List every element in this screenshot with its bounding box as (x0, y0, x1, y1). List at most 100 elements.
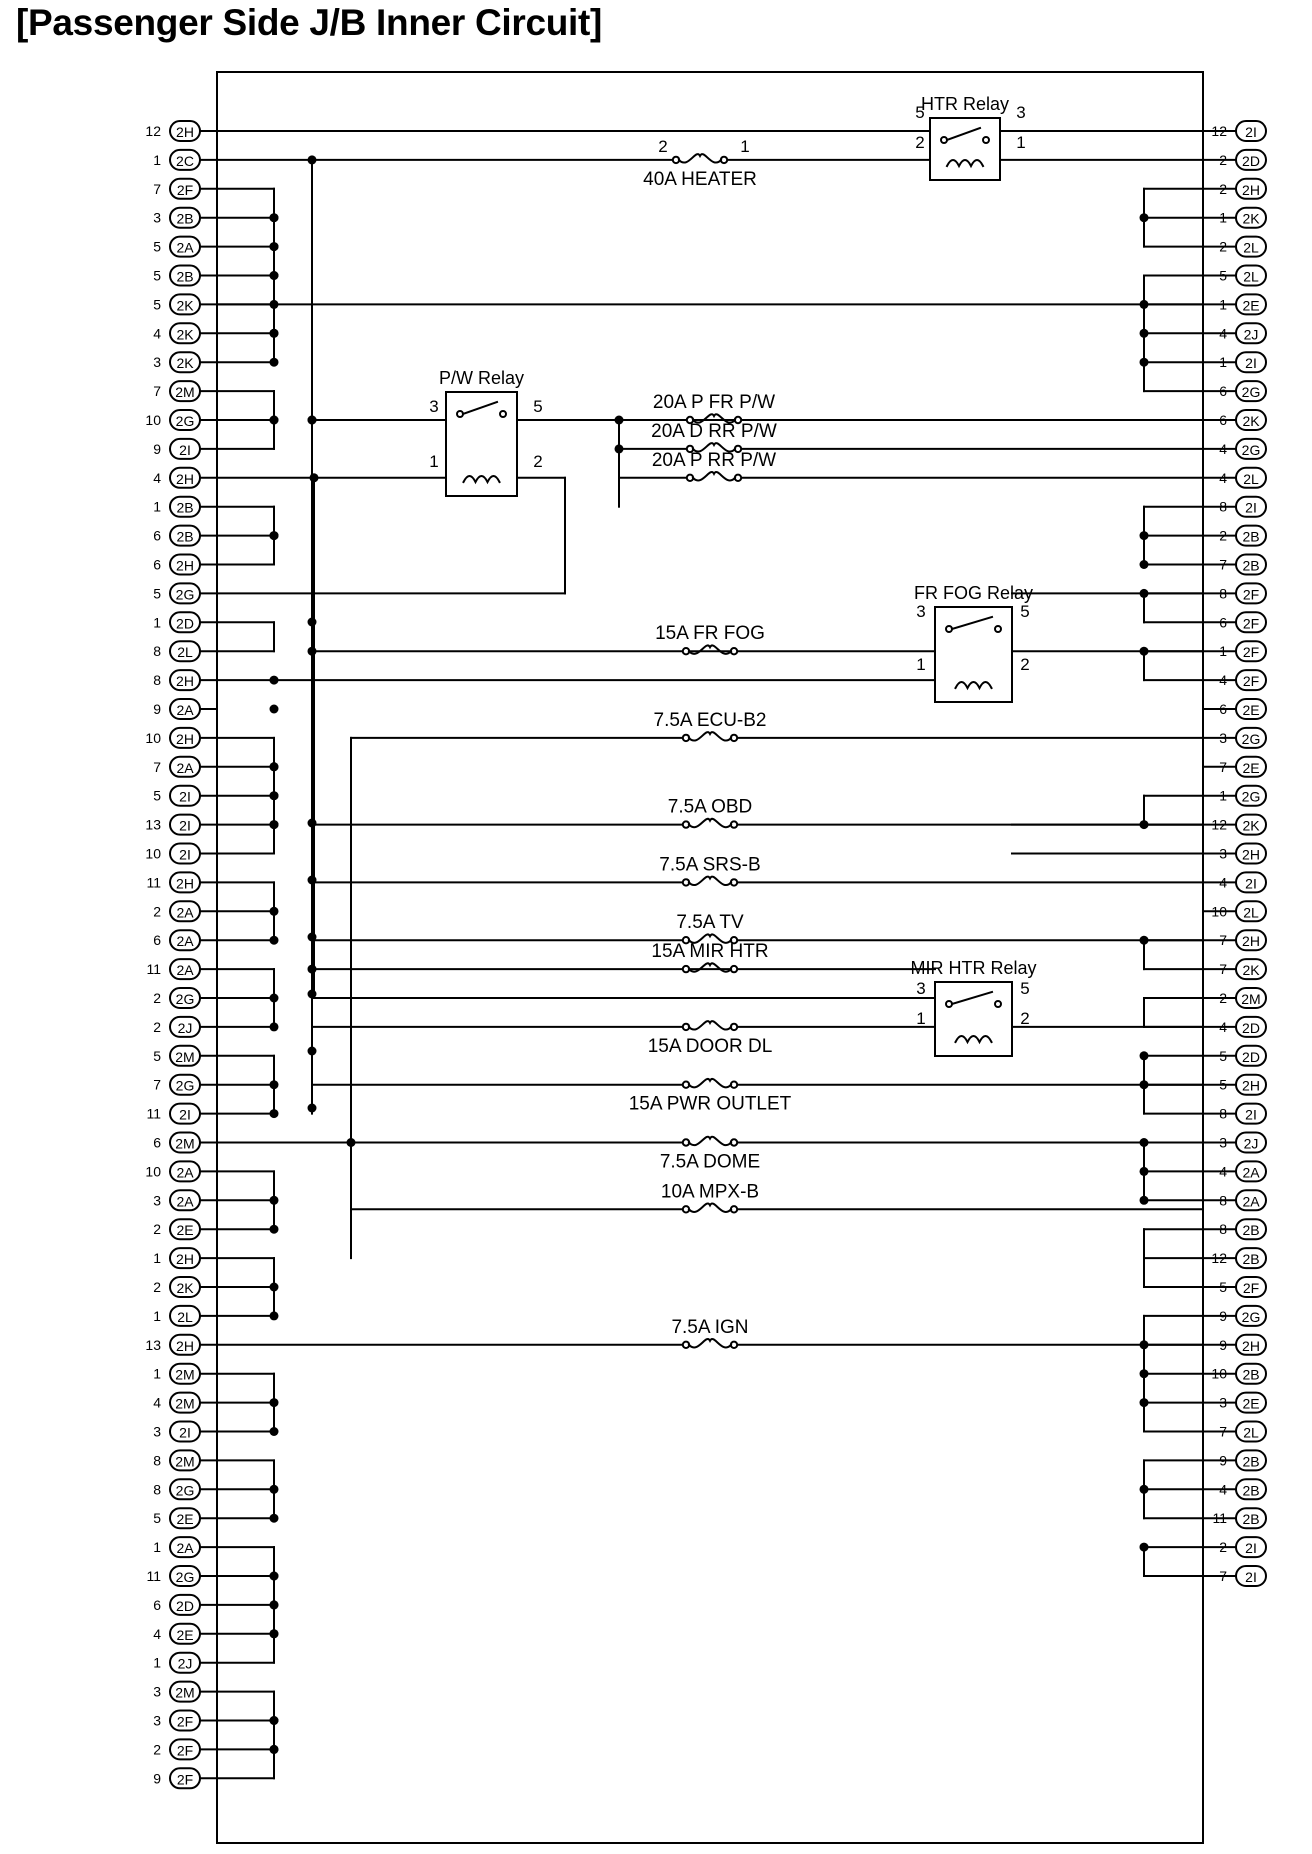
connector-id: 2A (176, 1193, 194, 1209)
connector-pin-number: 6 (153, 1135, 161, 1151)
relay-switch (950, 615, 994, 631)
connector-id: 2K (176, 355, 194, 371)
fuse-label: 20A D RR P/W (651, 421, 777, 442)
connector-id: 2L (1243, 471, 1259, 487)
connector-id: 2H (1242, 847, 1260, 863)
fuse-symbol (687, 817, 733, 829)
connector-pin-number: 5 (153, 268, 161, 284)
relay-pin-label: 1 (429, 452, 438, 471)
relay-name: P/W Relay (439, 368, 524, 388)
junction-dot (269, 1571, 279, 1581)
junction-dot (1139, 1340, 1149, 1350)
fuse-label: 7.5A IGN (671, 1317, 748, 1338)
junction-dot (269, 1282, 279, 1292)
connector-id: 2F (1243, 615, 1259, 631)
connector-id: 2H (176, 1338, 194, 1354)
connector-pin-number: 11 (146, 1568, 161, 1584)
connector-pin-number: 2 (153, 1741, 161, 1757)
connector-pin-number: 12 (145, 123, 161, 139)
junction-block-outline (216, 71, 1204, 1844)
relay-pin-label: 5 (1020, 602, 1029, 621)
junction-dot (269, 1513, 279, 1523)
relay-pin-label: 1 (1016, 133, 1025, 152)
connector-id: 2A (176, 1540, 194, 1556)
connector-pin-number: 5 (153, 585, 161, 601)
relay-pin-label: 2 (533, 452, 542, 471)
connector-id: 2F (1243, 673, 1259, 689)
junction-dot (1139, 560, 1149, 569)
connector-id: 2B (176, 500, 193, 516)
fuse-label: 15A FR FOG (655, 623, 765, 644)
connector-id: 2H (1242, 182, 1260, 198)
junction-dot (269, 531, 279, 541)
fuse-symbol (687, 1020, 733, 1031)
connector-pin-number: 5 (153, 239, 161, 255)
junction-dot (269, 704, 279, 714)
connector-id: 2K (176, 1280, 194, 1296)
junction-dot (1139, 935, 1149, 945)
connector-id: 2A (176, 962, 194, 978)
junction-dot (269, 1744, 279, 1754)
connector-id: 2M (175, 1396, 194, 1412)
junction-dot (307, 617, 317, 627)
connector-pin-number: 10 (145, 846, 161, 862)
fuse-label: 7.5A TV (676, 912, 744, 933)
connector-pin-number: 9 (153, 701, 161, 717)
connector-id: 2F (1243, 586, 1259, 602)
junction-block-box (216, 71, 1204, 1844)
junction-dot (307, 989, 317, 999)
relay-pin-label: 3 (429, 397, 438, 416)
connector-pin-number: 1 (153, 1539, 161, 1555)
connector-id: 2J (178, 1656, 193, 1672)
fuse-label: 20A P RR P/W (652, 450, 776, 471)
connector-id: 2K (1242, 413, 1260, 429)
connector-id: 2F (177, 1771, 193, 1787)
junction-dot (614, 444, 624, 454)
junction-dot (269, 1195, 279, 1205)
junction-dot (1139, 646, 1149, 656)
fuse-symbol (687, 731, 733, 742)
connector-pin-number: 5 (153, 1048, 161, 1064)
junction-dot (1139, 213, 1149, 223)
fuse-symbol (687, 1338, 733, 1349)
connector-pin-number: 11 (146, 961, 161, 977)
junction-dot (269, 791, 279, 801)
junction-dots (269, 155, 1149, 1754)
junction-dot (269, 242, 279, 252)
relay-contact (499, 410, 507, 418)
connector-id: 2B (1242, 1453, 1259, 1469)
relay-pin-label: 5 (915, 103, 924, 122)
relay-contact (982, 136, 990, 144)
fuse-symbol (691, 413, 737, 424)
fuse-label: 20A P FR P/W (653, 392, 775, 413)
connector-id: 2I (179, 1425, 191, 1441)
connector-id: 2G (1242, 384, 1261, 400)
junction-dot (269, 415, 279, 425)
fuse-label: 7.5A DOME (660, 1152, 760, 1173)
connector-id: 2L (1243, 269, 1259, 285)
relay-coil (945, 159, 985, 169)
connector-id: 2H (176, 673, 194, 689)
connector-id: 2B (1242, 1367, 1259, 1383)
connector-pin-number: 2 (153, 1221, 161, 1237)
connector-id: 2C (176, 153, 194, 169)
connector-pin-number: 6 (153, 557, 161, 573)
relay-name: MIR HTR Relay (910, 958, 1036, 978)
junction-dot (269, 1484, 279, 1494)
relay-switch (950, 990, 994, 1006)
junction-dot (269, 299, 279, 309)
junction-dot (1139, 820, 1149, 830)
junction-dot (1139, 1051, 1149, 1061)
connector-id: 2B (1242, 1222, 1259, 1238)
connector-pin-number: 6 (153, 932, 161, 948)
connector-id: 2M (175, 1685, 194, 1701)
connector-id: 2A (176, 933, 194, 949)
fuse-label: 10A MPX-B (661, 1181, 759, 1202)
connector-pin-number: 5 (153, 788, 161, 804)
connector-pin-number: 3 (153, 210, 161, 226)
fuse-label: 7.5A ECU-B2 (654, 710, 767, 731)
relay-pin-label: 5 (533, 397, 542, 416)
